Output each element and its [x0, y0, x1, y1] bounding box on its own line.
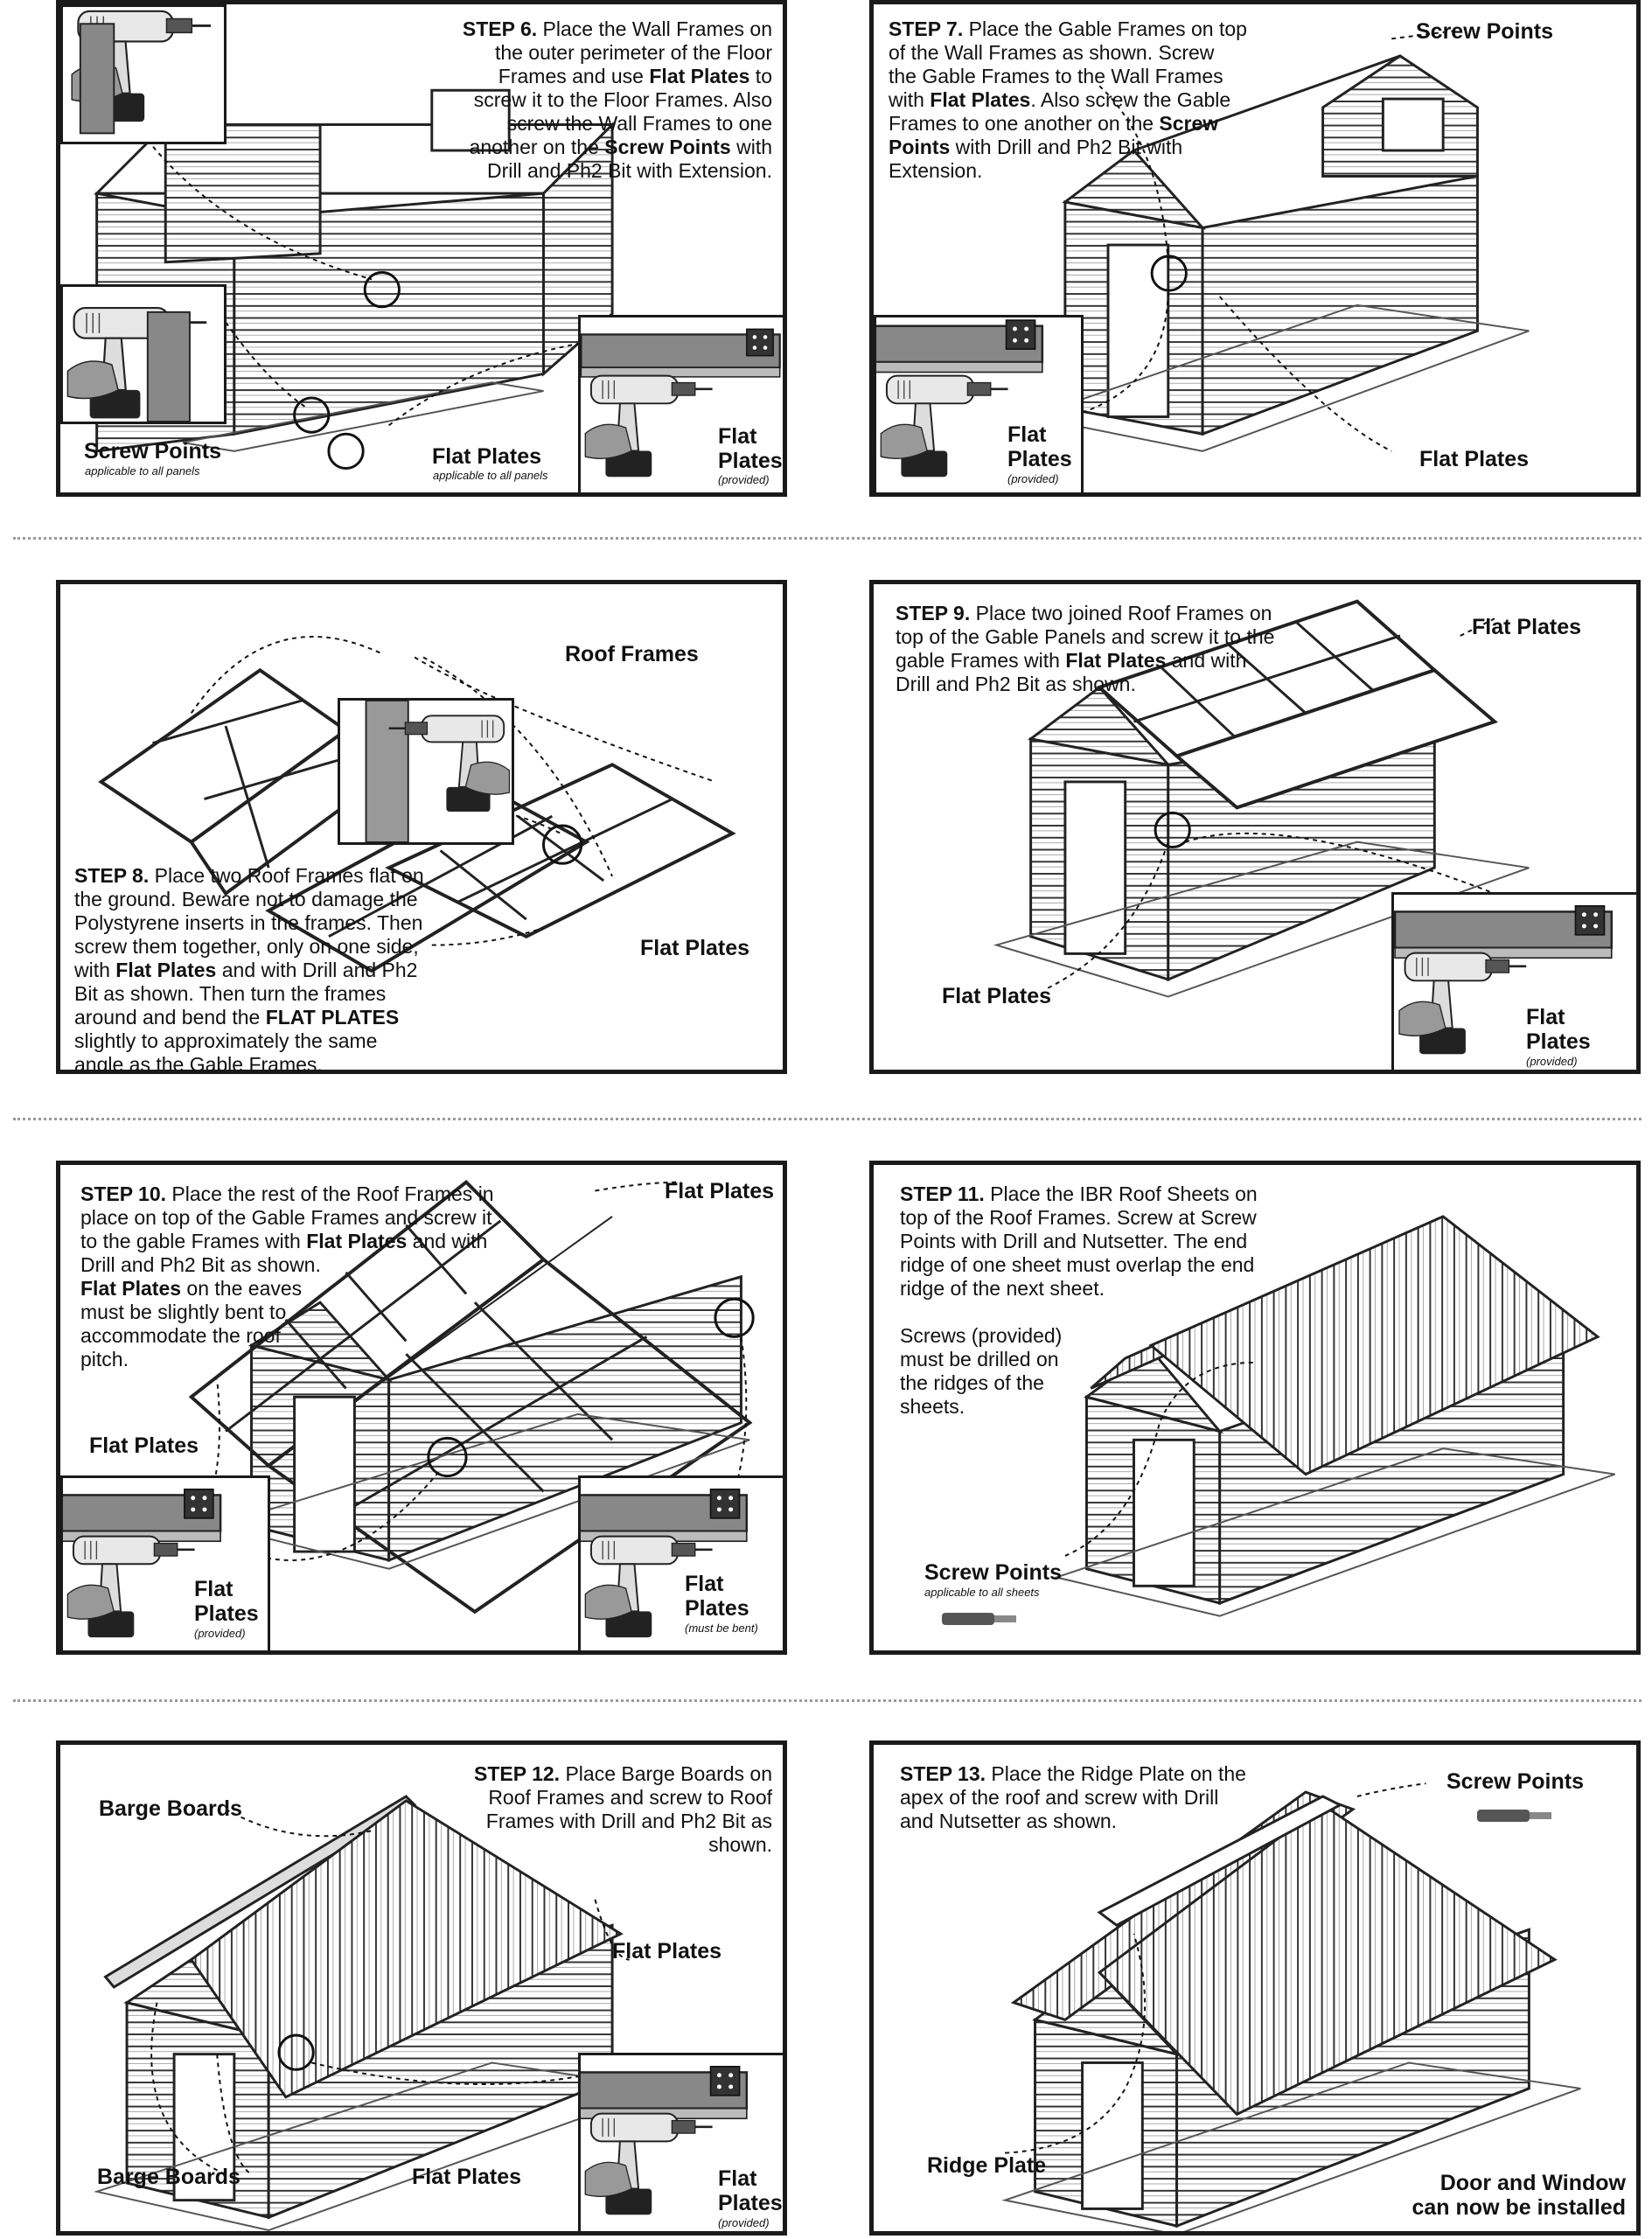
nutsetter-bit-icon-step-13 — [1477, 1810, 1551, 1822]
step-8-roof-frames-label: Roof Frames — [565, 642, 699, 666]
step-10-inset-left-flat-label: Flat — [194, 1577, 234, 1601]
step-10-panel: STEP 10. Place the rest of the Roof Fram… — [56, 1161, 787, 1655]
step-10-inset-left-plates-label: Plates — [194, 1601, 259, 1626]
step-13-instructions: STEP 13. Place the Ridge Plate on the ap… — [900, 1762, 1246, 1832]
step-8-inset-drill — [338, 698, 514, 845]
step-10-inset-right — [578, 1475, 783, 1650]
step-12-flat-plates-bottom-label: Flat Plates — [412, 2165, 522, 2189]
step-6-flat-plates-label: Flat Plates — [432, 444, 542, 469]
step-12-inset-flat-plates — [578, 2053, 783, 2231]
step-12-flat-plates-right-label: Flat Plates — [612, 1939, 722, 1963]
step-12-panel: STEP 12. Place Barge Boards on Roof Fram… — [56, 1740, 787, 2236]
step-9-inset-provided-note: (provided) — [1526, 1055, 1578, 1068]
step-9-inset-flat-plates — [1391, 892, 1636, 1070]
step-13-shed-ridge-plate-illustration — [1001, 1782, 1581, 2231]
step-13-panel: STEP 13. Place the Ridge Plate on the ap… — [869, 1740, 1641, 2236]
step-10-instructions: STEP 10. Place the rest of the Roof Fram… — [80, 1182, 494, 1371]
step-10-inset-left — [60, 1475, 270, 1650]
step-11-panel: STEP 11. Place the IBR Roof Sheets on to… — [869, 1161, 1641, 1655]
step-11-screw-points-label: Screw Points — [924, 1560, 1062, 1585]
step-9-instructions: STEP 9. Place two joined Roof Frames on … — [896, 602, 1275, 695]
step-6-screw-points-label: Screw Points — [84, 439, 221, 464]
step-9-flat-plates-top-label: Flat Plates — [1472, 615, 1582, 639]
step-10-inset-right-plates-label: Plates — [685, 1596, 749, 1621]
step-11-shed-roof-sheets-illustration — [1053, 1215, 1615, 1617]
step-9-inset-plates-label: Plates — [1526, 1029, 1591, 1054]
step-9-inset-flat-label: Flat — [1526, 1005, 1565, 1029]
step-11-instructions: STEP 11. Place the IBR Roof Sheets on to… — [900, 1182, 1258, 1418]
step-7-inset-plates-label: Plates — [1007, 447, 1072, 471]
step-13-screw-points-label: Screw Points — [1446, 1769, 1584, 1794]
step-7-inset-flat-plates — [874, 315, 1084, 492]
step-8-instructions: STEP 8. Place two Roof Frames flat on th… — [74, 864, 424, 1074]
step-13-ridge-plate-label: Ridge Plate — [927, 2153, 1047, 2178]
step-6-inset-flat-label: Flat — [718, 424, 757, 449]
step-12-barge-boards-top-label: Barge Boards — [99, 1796, 242, 1821]
step-6-inset-provided-note: (provided) — [718, 473, 770, 486]
step-12-barge-boards-bottom-label: Barge Boards — [97, 2165, 240, 2189]
step-7-shed-illustration — [1027, 29, 1530, 452]
step-9-flat-plates-bottom-label: Flat Plates — [942, 984, 1052, 1008]
step-11-applicable-sheets-note: applicable to all sheets — [924, 1586, 1040, 1599]
step-6-inset-drill-top — [60, 4, 227, 144]
step-12-instructions: STEP 12. Place Barge Boards on Roof Fram… — [474, 1762, 772, 1856]
step-7-inset-provided-note: (provided) — [1007, 472, 1059, 485]
separator-3 — [13, 1699, 1642, 1702]
step-6-applicable-panels-note: applicable to all panels — [85, 464, 200, 478]
step-10-flat-plates-top-label: Flat Plates — [665, 1179, 775, 1203]
step-13-door-window-note: Door and Window can now be installed — [1412, 2171, 1627, 2220]
step-9-panel: STEP 9. Place two joined Roof Frames on … — [869, 580, 1641, 1074]
step-7-panel: STEP 7. Place the Gable Frames on top of… — [869, 0, 1641, 497]
separator-2 — [13, 1118, 1642, 1120]
step-7-inset-flat-label: Flat — [1007, 422, 1047, 447]
step-9-shed-illustration — [993, 599, 1538, 998]
step-10-inset-right-flat-label: Flat — [685, 1572, 724, 1596]
step-7-instructions: STEP 7. Place the Gable Frames on top of… — [889, 17, 1247, 182]
step-12-inset-provided-note: (provided) — [718, 2216, 770, 2229]
step-6-applicable-panels-note-2: applicable to all panels — [433, 469, 548, 482]
step-6-inset-plates-label: Plates — [718, 449, 783, 473]
step-6-inset-drill-bottom — [60, 284, 227, 424]
step-12-inset-plates-label: Plates — [718, 2191, 783, 2215]
step-7-flat-plates-label: Flat Plates — [1419, 447, 1530, 471]
step-10-inset-left-provided: (provided) — [194, 1627, 246, 1640]
step-8-panel: Roof Frames Flat Plates STEP 8. Place tw… — [56, 580, 787, 1074]
step-12-inset-flat-label: Flat — [718, 2166, 757, 2191]
separator-1 — [13, 537, 1642, 540]
step-6-instructions: STEP 6. Place the Wall Frames on the out… — [462, 17, 772, 182]
step-6-panel: STEP 6. Place the Wall Frames on the out… — [56, 0, 787, 497]
step-10-flat-plates-left-label: Flat Plates — [89, 1433, 199, 1458]
step-8-flat-plates-label: Flat Plates — [640, 936, 750, 960]
step-10-inset-right-must-be-bent: (must be bent) — [685, 1622, 758, 1635]
step-12-shed-barge-boards-illustration — [93, 1795, 665, 2231]
nutsetter-bit-icon — [942, 1613, 1016, 1625]
step-6-inset-flat-plates — [578, 315, 783, 492]
step-7-screw-points-label: Screw Points — [1416, 19, 1553, 44]
